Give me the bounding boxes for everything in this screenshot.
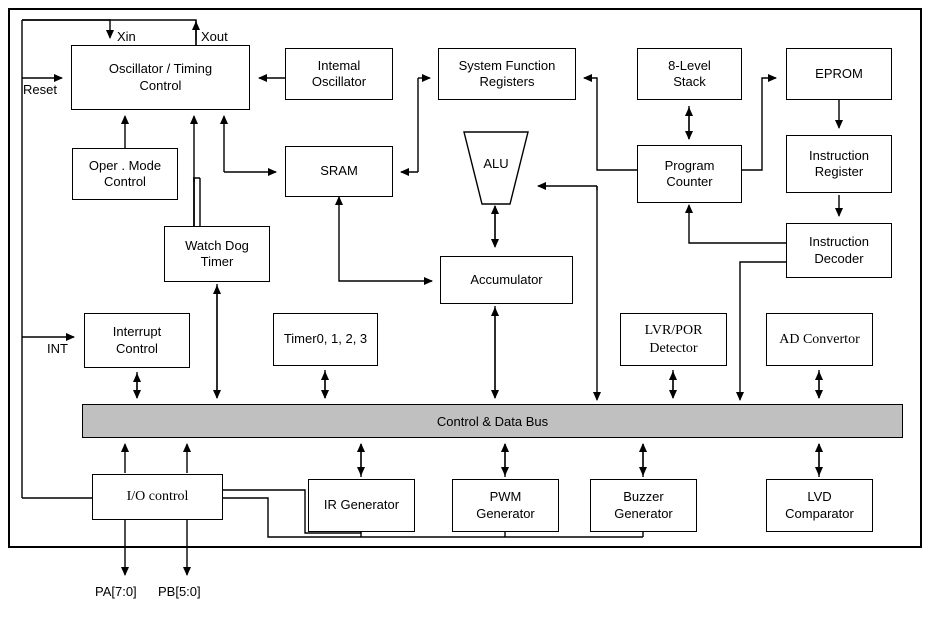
- label-pb: PB[5:0]: [158, 584, 201, 599]
- block-accumulator[interactable]: Accumulator: [440, 256, 573, 304]
- block-alu-label: ALU: [483, 156, 509, 171]
- chip-outline: [8, 8, 922, 548]
- block-ad-convertor[interactable]: AD Convertor: [766, 313, 873, 366]
- label-pa: PA[7:0]: [95, 584, 137, 599]
- block-io-control[interactable]: I/O control: [92, 474, 223, 520]
- block-sram[interactable]: SRAM: [285, 146, 393, 197]
- control-and-data-bus[interactable]: Control & Data Bus: [82, 404, 903, 438]
- block-timers[interactable]: Timer0, 1, 2, 3: [273, 313, 378, 366]
- block-ir-generator[interactable]: IR Generator: [308, 479, 415, 532]
- block-eprom[interactable]: EPROM: [786, 48, 892, 100]
- label-xin: Xin: [117, 29, 136, 44]
- label-xout: Xout: [201, 29, 228, 44]
- block-alu[interactable]: ALU: [458, 130, 534, 206]
- label-int: INT: [47, 341, 68, 356]
- label-reset: Reset: [23, 82, 57, 97]
